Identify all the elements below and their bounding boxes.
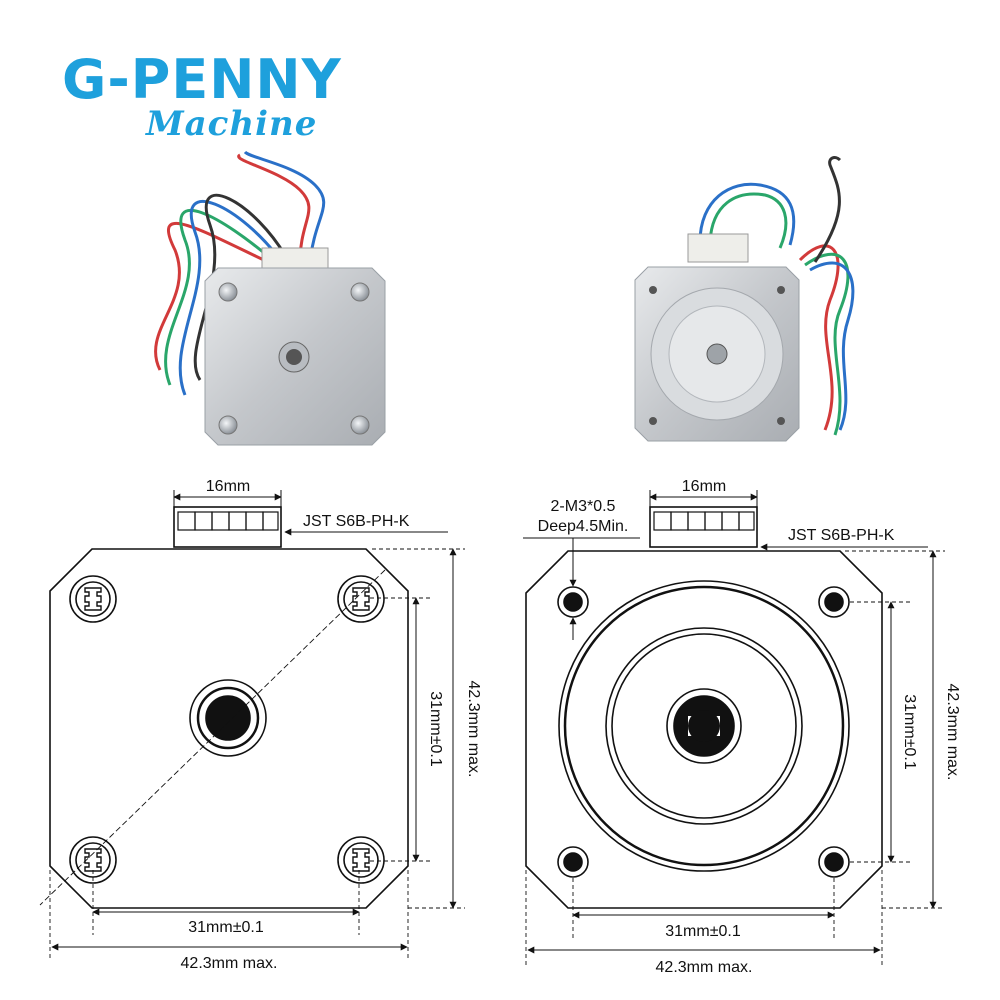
dim-body-width: 42.3mm max.: [656, 959, 753, 976]
shaft-end: [286, 349, 302, 365]
dim-connector-width: 16mm: [206, 478, 250, 495]
shaft: [706, 343, 728, 365]
dim-body-height: 42.3mm max.: [944, 684, 961, 781]
screw-icon: [350, 282, 370, 302]
jst-connector: [261, 247, 329, 271]
mounting-hole: [649, 286, 657, 294]
thread-depth-label: Deep4.5Min.: [538, 518, 629, 535]
mounting-hole: [777, 286, 785, 294]
jst-connector: [687, 233, 749, 263]
dim-connector-width: 16mm: [682, 478, 726, 495]
technical-drawing-front: [523, 490, 945, 965]
dim-hole-spacing-vertical: 31mm±0.1: [901, 694, 918, 770]
brand-logo-tagline: Machine: [146, 104, 318, 144]
mounting-hole: [557, 846, 589, 878]
motor-photo-back: [154, 150, 386, 446]
mounting-hole: [649, 417, 657, 425]
screw-icon: [350, 415, 370, 435]
motor-photo-front: [634, 156, 855, 442]
screw-icon: [218, 415, 238, 435]
dim-body-height: 42.3mm max.: [465, 681, 482, 778]
screw-icon: [69, 575, 117, 623]
screw-icon: [337, 575, 385, 623]
brand-logo-title: G-PENNY: [62, 48, 342, 111]
mounting-hole: [557, 586, 589, 618]
screw-icon: [337, 836, 385, 884]
dim-hole-spacing-vertical: 31mm±0.1: [427, 691, 444, 767]
mounting-hole: [818, 846, 850, 878]
dim-body-width: 42.3mm max.: [181, 955, 278, 972]
wire-harness: [154, 150, 326, 396]
connector-part-label: JST S6B-PH-K: [788, 527, 895, 544]
screw-icon: [69, 836, 117, 884]
screw-icon: [218, 282, 238, 302]
mounting-hole: [818, 586, 850, 618]
wire-harness: [698, 156, 855, 436]
technical-drawing-back: [39, 490, 465, 960]
dim-hole-spacing-horizontal: 31mm±0.1: [188, 919, 264, 936]
dim-hole-spacing-horizontal: 31mm±0.1: [665, 923, 741, 940]
thread-spec-label: 2-M3*0.5: [551, 498, 616, 515]
connector-part-label: JST S6B-PH-K: [303, 513, 410, 530]
mounting-hole: [777, 417, 785, 425]
